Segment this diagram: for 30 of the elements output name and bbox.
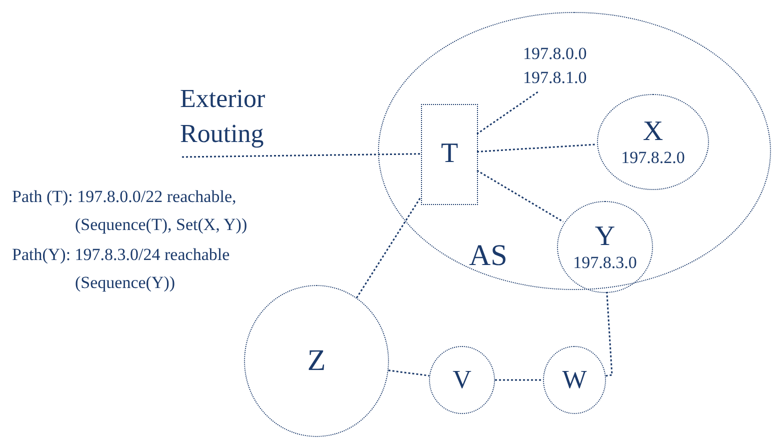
connector-line bbox=[476, 170, 564, 222]
as-region-ellipse bbox=[378, 12, 771, 290]
network-circle bbox=[557, 201, 653, 293]
router-box bbox=[421, 104, 478, 205]
as-circle bbox=[429, 346, 495, 414]
connector-line bbox=[388, 370, 430, 376]
as-label: W bbox=[562, 365, 587, 395]
connector-line bbox=[476, 91, 538, 134]
network-address: 197.8.3.0 bbox=[573, 253, 637, 273]
network-address: 197.8.2.0 bbox=[621, 148, 685, 168]
connector-line bbox=[356, 198, 421, 298]
as-label: V bbox=[452, 365, 472, 395]
connector-line bbox=[606, 292, 613, 377]
connector-line bbox=[495, 379, 543, 381]
note-text: Path(Y): 197.8.3.0/24 reachable bbox=[12, 246, 230, 265]
connector-line bbox=[476, 144, 596, 152]
connector-line bbox=[182, 153, 420, 158]
router-label: T bbox=[440, 138, 458, 171]
as-label: Z bbox=[307, 344, 326, 378]
address-list: 197.8.0.0 197.8.1.0 bbox=[523, 42, 587, 90]
network-label: Y bbox=[594, 221, 616, 254]
as-circle bbox=[244, 285, 389, 437]
as-circle bbox=[543, 346, 606, 414]
note-text: Path (T): 197.8.0.0/22 reachable, bbox=[12, 188, 236, 207]
note-text: (Sequence(Y)) bbox=[75, 274, 176, 293]
note-text: (Sequence(T), Set(X, Y)) bbox=[75, 216, 248, 235]
network-label: X bbox=[642, 116, 664, 148]
network-circle bbox=[597, 94, 709, 190]
region-label: AS bbox=[469, 239, 508, 274]
routing-heading: Exterior Routing bbox=[180, 82, 266, 150]
